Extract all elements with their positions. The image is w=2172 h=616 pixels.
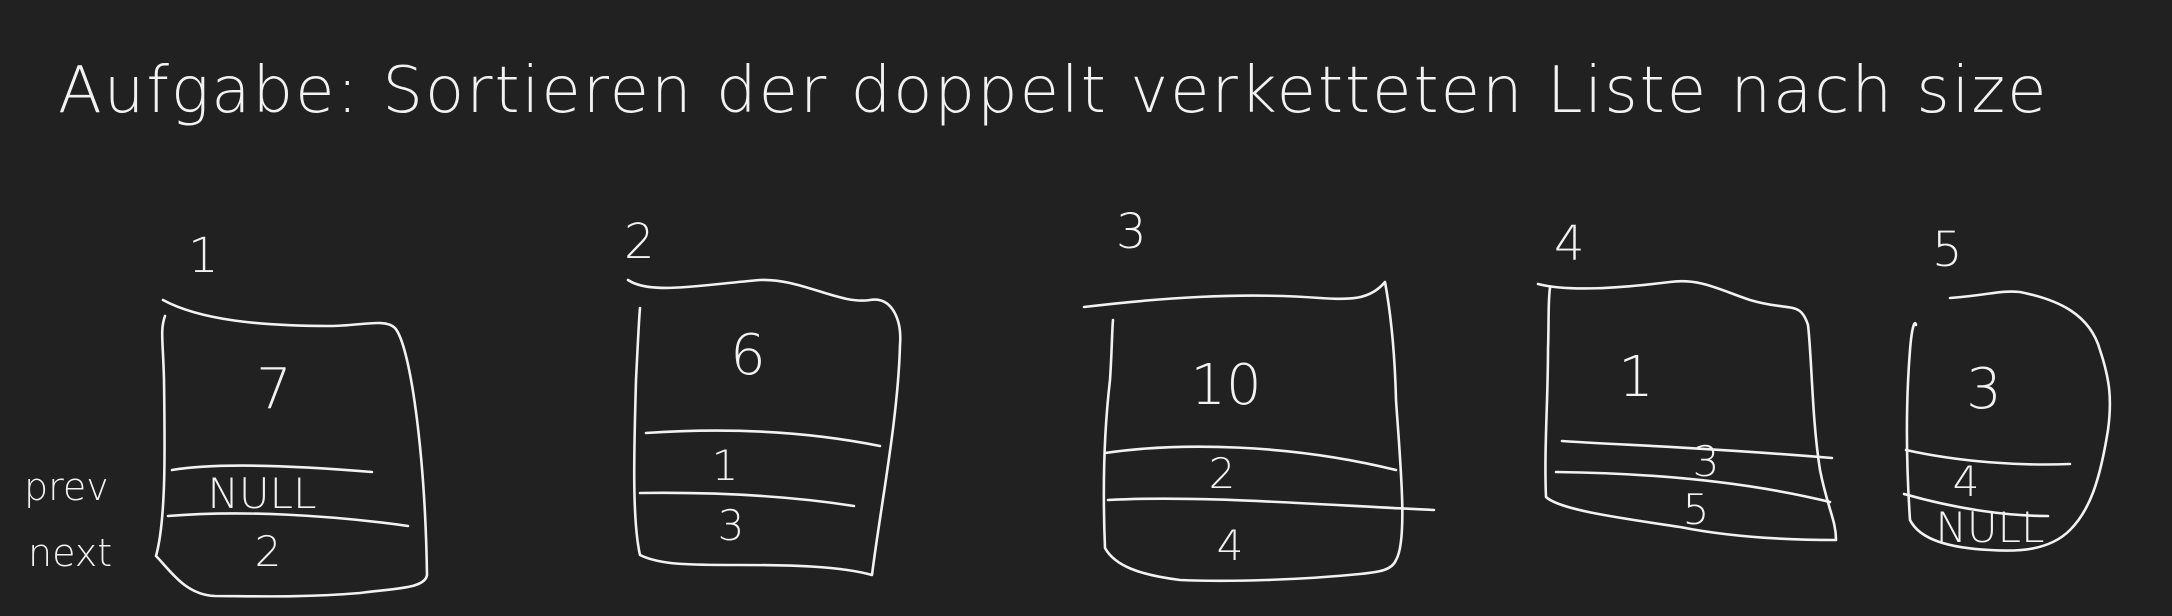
node-divider-2b — [638, 491, 856, 508]
node-size-5: 3 — [1966, 357, 2002, 422]
node-box-1 — [154, 298, 429, 598]
node-size-3: 10 — [1190, 353, 1261, 418]
node-next-1: 2 — [255, 527, 282, 576]
list-node-3: 3 10 2 4 — [1082, 204, 1436, 583]
task-title: Aufgabe: Sortieren der doppelt verkettet… — [58, 54, 2048, 128]
node-divider-4b — [1554, 470, 1832, 504]
node-box-4 — [1536, 279, 1838, 542]
list-node-4: 4 1 3 5 — [1536, 216, 1838, 542]
node-divider-4a — [1560, 439, 1834, 460]
list-node-1: 1 7 NULL 2 — [154, 228, 429, 598]
node-index-2: 2 — [624, 214, 655, 270]
node-prev-4: 3 — [1693, 437, 1720, 486]
node-divider-3a — [1103, 445, 1398, 472]
node-divider-3b — [1106, 497, 1436, 512]
node-index-1: 1 — [188, 228, 219, 284]
node-box-5 — [1905, 290, 2112, 552]
node-size-4: 1 — [1618, 345, 1654, 410]
node-next-5: NULL — [1936, 503, 2045, 552]
node-next-3: 4 — [1217, 521, 1244, 570]
node-box-3 — [1082, 280, 1404, 583]
node-size-2: 6 — [730, 323, 766, 388]
node-next-2: 3 — [718, 501, 745, 550]
list-node-5: 5 3 4 NULL — [1902, 222, 2112, 552]
node-divider-2a — [644, 429, 882, 448]
node-index-4: 4 — [1554, 216, 1585, 272]
node-prev-2: 1 — [712, 441, 739, 490]
node-box-2 — [626, 278, 902, 577]
node-prev-5: 4 — [1953, 457, 1980, 506]
node-index-5: 5 — [1932, 222, 1963, 278]
node-divider-5a — [1904, 448, 2072, 466]
node-divider-1a — [170, 464, 374, 474]
next-row-label: next — [28, 531, 112, 575]
list-node-2: 2 6 1 3 — [624, 214, 902, 577]
prev-row-label: prev — [24, 465, 109, 509]
node-size-1: 7 — [256, 357, 292, 422]
node-divider-1b — [166, 512, 410, 528]
node-next-4: 5 — [1683, 485, 1710, 534]
node-index-3: 3 — [1116, 204, 1147, 260]
node-divider-5b — [1902, 492, 2050, 518]
node-prev-3: 2 — [1209, 449, 1236, 498]
node-prev-1: NULL — [208, 469, 317, 518]
